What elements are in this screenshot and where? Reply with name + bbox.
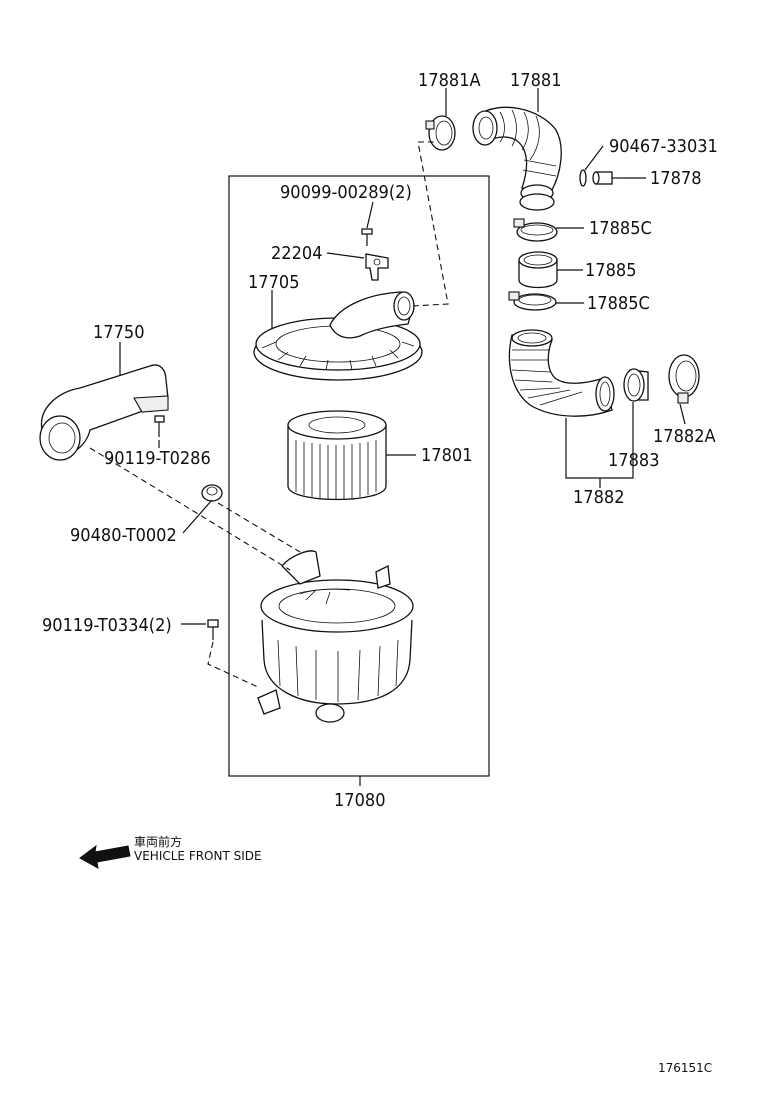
label-17882a: 17882A [653, 426, 716, 447]
legend-en: VEHICLE FRONT SIDE [134, 849, 262, 863]
hose-17882-drawing [508, 329, 615, 417]
clamp-17885c-top-drawing [513, 218, 558, 242]
housing-case-drawing [257, 550, 414, 723]
label-90099-00289: 90099-00289(2) [280, 182, 412, 203]
label-90480-t0002: 90480-T0002 [70, 525, 177, 546]
sleeve-17883-drawing [623, 368, 649, 402]
label-17882: 17882 [573, 487, 625, 508]
sensor-17878-drawing [592, 171, 622, 185]
filter-17801-drawing [287, 410, 387, 501]
clip-90467-drawing [579, 169, 587, 187]
leader-lines [89, 88, 686, 786]
duct-17750-drawing [39, 364, 169, 461]
label-90119-t0286: 90119-T0286 [104, 448, 211, 469]
cap-17705-drawing [253, 291, 423, 381]
label-17881a: 17881A [418, 70, 481, 91]
front-arrow-icon [79, 844, 131, 869]
label-17885c-bottom: 17885C [587, 293, 650, 314]
sensor-22204-drawing [365, 253, 389, 281]
label-17885: 17885 [585, 260, 637, 281]
vehicle-front-legend: 車両前方 VEHICLE FRONT SIDE [79, 834, 262, 869]
label-90119-t0334: 90119-T0334(2) [42, 615, 172, 636]
bolt-90119-t0334-drawing [207, 619, 219, 640]
legend-jp: 車両前方 [134, 834, 182, 849]
label-17878: 17878 [650, 168, 702, 189]
sleeve-17885-drawing [518, 251, 558, 289]
clamp-17881a-drawing [425, 115, 456, 151]
label-17883: 17883 [608, 450, 660, 471]
grommet-90480-drawing [201, 484, 223, 502]
screw-90099-drawing [361, 228, 373, 246]
label-17705: 17705 [248, 272, 300, 293]
label-17750: 17750 [93, 322, 145, 343]
label-17801: 17801 [421, 445, 473, 466]
label-17080: 17080 [334, 790, 386, 811]
label-17881: 17881 [510, 70, 562, 91]
assembly-box-17080 [228, 175, 490, 777]
label-17885c-top: 17885C [589, 218, 652, 239]
hose-17881-drawing [472, 106, 562, 211]
clamp-17882a-drawing [668, 354, 700, 404]
bolt-90119-t0286-drawing [154, 415, 165, 437]
figure-id: 176151C [658, 1061, 712, 1075]
clamp-17885c-bottom-drawing [508, 291, 557, 311]
label-22204: 22204 [271, 243, 323, 264]
label-90467-33031: 90467-33031 [609, 136, 718, 157]
